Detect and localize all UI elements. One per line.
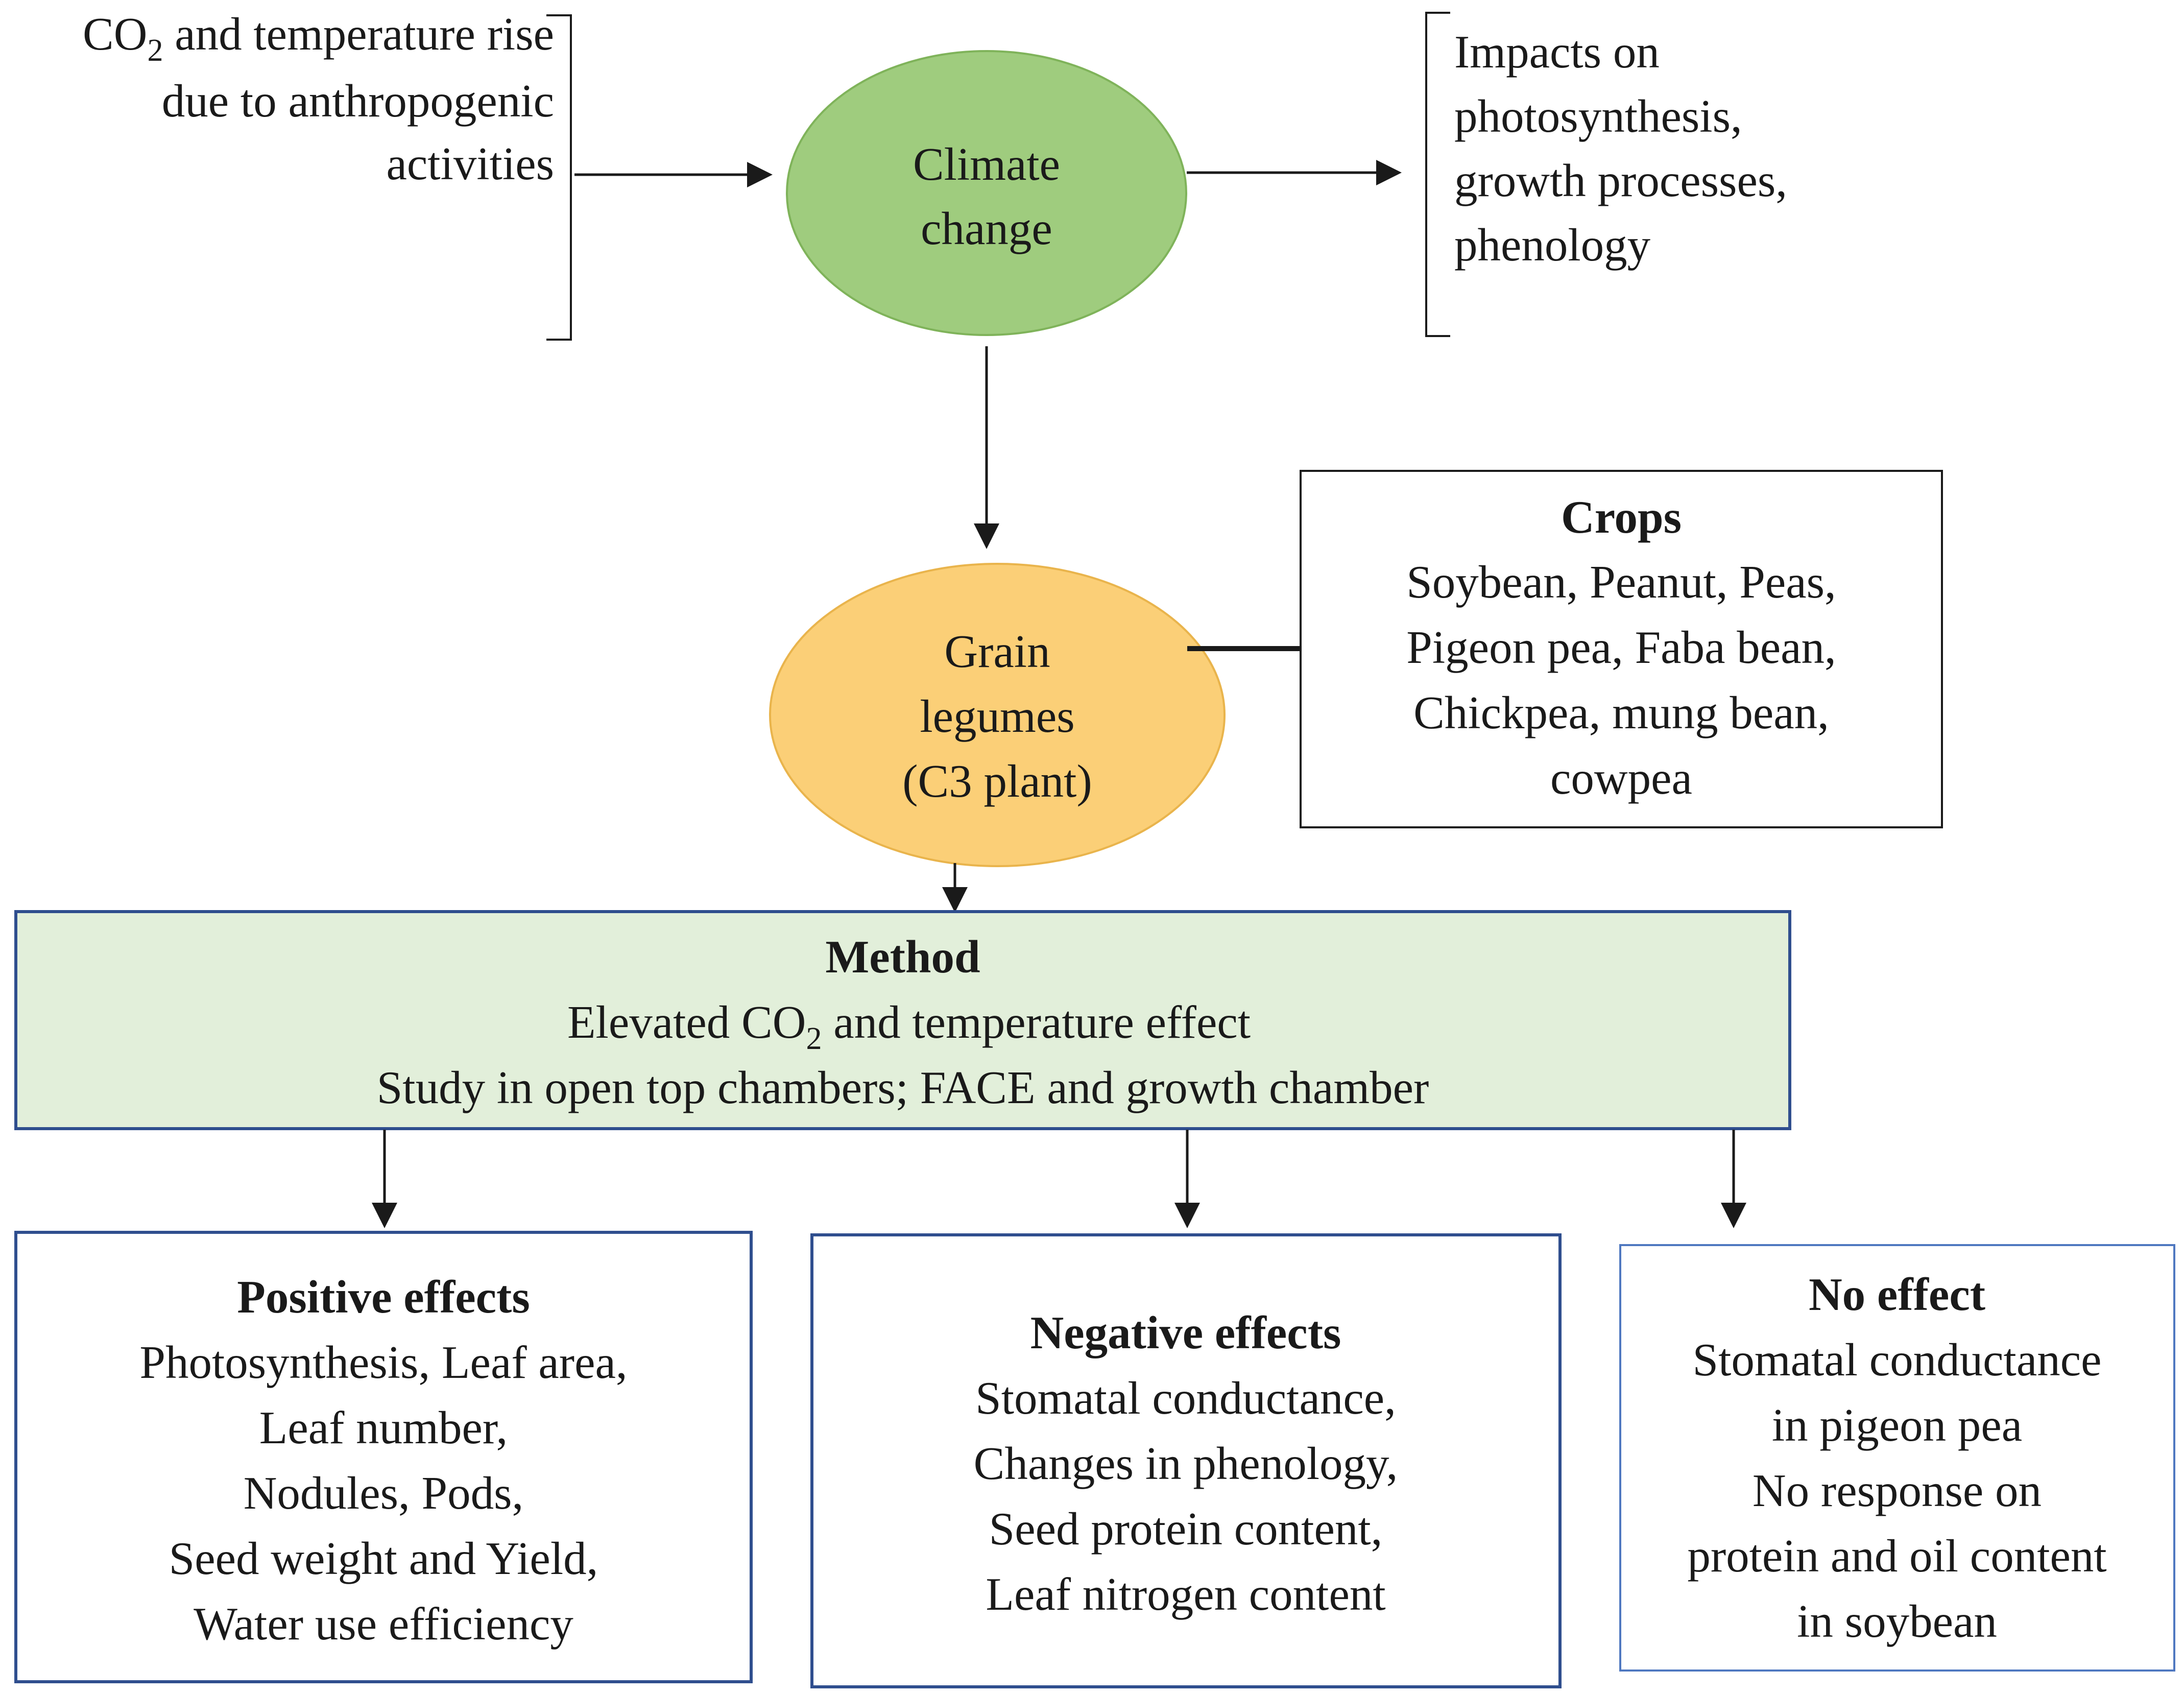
no-effect-line-1: Stomatal conductance — [1692, 1334, 2101, 1386]
positive-title: Positive effects — [237, 1271, 530, 1323]
grain-legumes-label-1: Grain — [944, 626, 1050, 677]
no-effect-title: No effect — [1809, 1269, 1985, 1320]
grain-legumes-label-3: (C3 plant) — [902, 755, 1092, 807]
driver-line-1: CO2 and temperature rise — [83, 8, 554, 68]
grain-legumes-label-2: legumes — [920, 690, 1074, 742]
crops-line-1: Soybean, Peanut, Peas, — [1406, 556, 1836, 608]
positive-line-1: Photosynthesis, Leaf area, — [139, 1337, 627, 1388]
negative-line-1: Stomatal conductance, — [975, 1372, 1396, 1424]
driver-line-2: due to anthropogenic — [162, 75, 554, 127]
negative-line-4: Leaf nitrogen content — [986, 1568, 1385, 1620]
crops-title: Crops — [1561, 491, 1682, 543]
crops-box — [1300, 470, 1943, 828]
driver-line-3: activities — [387, 138, 555, 189]
crops-line-3: Chickpea, mung bean, — [1413, 687, 1829, 738]
climate-change-node — [786, 50, 1187, 336]
no-effect-line-4: protein and oil content — [1687, 1530, 2106, 1582]
no-effect-box — [1619, 1244, 2175, 1672]
impacts-line-1: Impacts on — [1454, 26, 1660, 78]
no-effect-line-2: in pigeon pea — [1772, 1399, 2022, 1451]
no-effect-line-3: No response on — [1753, 1465, 2042, 1516]
negative-effects-box — [810, 1233, 1562, 1688]
climate-change-label-2: change — [921, 203, 1052, 254]
impacts-bracket — [1425, 12, 1450, 337]
driver-bracket — [546, 14, 572, 341]
crops-line-4: cowpea — [1550, 752, 1692, 804]
grain-legumes-node — [769, 563, 1226, 867]
positive-line-3: Nodules, Pods, — [244, 1467, 524, 1519]
positive-line-2: Leaf number, — [259, 1402, 508, 1453]
positive-line-4: Seed weight and Yield, — [169, 1533, 598, 1584]
negative-line-2: Changes in phenology, — [974, 1438, 1398, 1489]
method-line-1: Elevated CO2 and temperature effect — [567, 996, 1251, 1056]
positive-line-5: Water use efficiency — [194, 1598, 573, 1650]
climate-change-label-1: Climate — [913, 138, 1060, 190]
impacts-line-4: phenology — [1454, 219, 1651, 271]
method-title: Method — [825, 931, 980, 983]
no-effect-line-5: in soybean — [1797, 1595, 1997, 1647]
impacts-line-2: photosynthesis, — [1454, 90, 1742, 142]
crops-line-2: Pigeon pea, Faba bean, — [1406, 622, 1836, 673]
method-box — [14, 910, 1791, 1130]
method-line-2: Study in open top chambers; FACE and gro… — [377, 1062, 1429, 1113]
impacts-line-3: growth processes, — [1454, 155, 1787, 206]
negative-title: Negative effects — [1030, 1307, 1341, 1358]
negative-line-3: Seed protein content, — [989, 1503, 1383, 1555]
positive-effects-box — [14, 1231, 753, 1683]
